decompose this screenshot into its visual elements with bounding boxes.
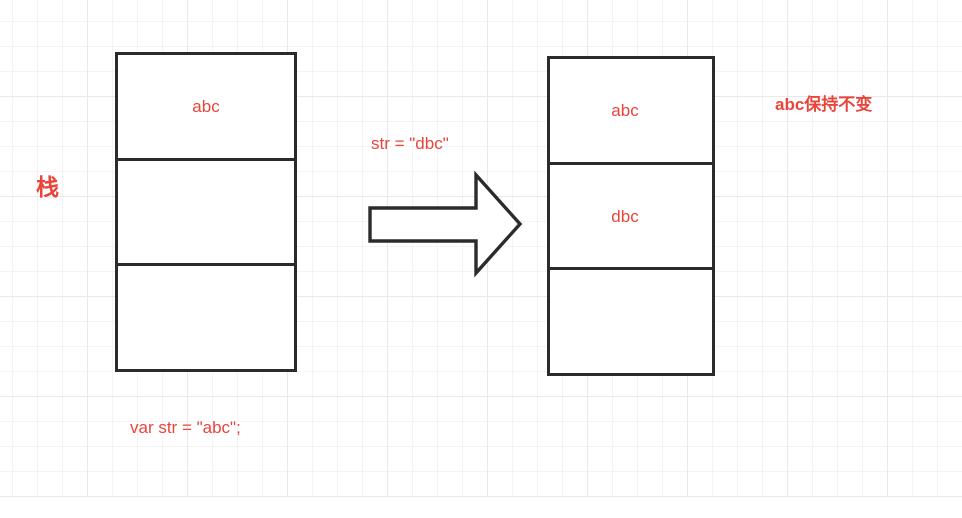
unchanged-note-label: abc保持不变 xyxy=(775,95,873,114)
stack-before-cell-2 xyxy=(118,266,294,369)
stack-memory-label: 栈 xyxy=(36,174,59,200)
stack-after: abc dbc xyxy=(547,56,715,376)
declaration-caption: var str = "abc"; xyxy=(130,418,241,437)
stack-after-cell-0-value: abc xyxy=(611,100,639,120)
stack-after-cell-1: dbc xyxy=(550,165,712,271)
stack-after-cell-1-value: dbc xyxy=(611,206,639,226)
stack-after-cell-0: abc xyxy=(550,59,712,165)
stack-after-cell-2 xyxy=(550,270,712,373)
assignment-label: str = "dbc" xyxy=(371,134,449,153)
stack-before-cell-0-value: abc xyxy=(192,96,220,116)
stack-before-cell-0: abc xyxy=(118,55,294,161)
stack-before-cell-1 xyxy=(118,161,294,267)
block-arrow-right-icon xyxy=(368,170,523,278)
stack-before: abc xyxy=(115,52,297,372)
